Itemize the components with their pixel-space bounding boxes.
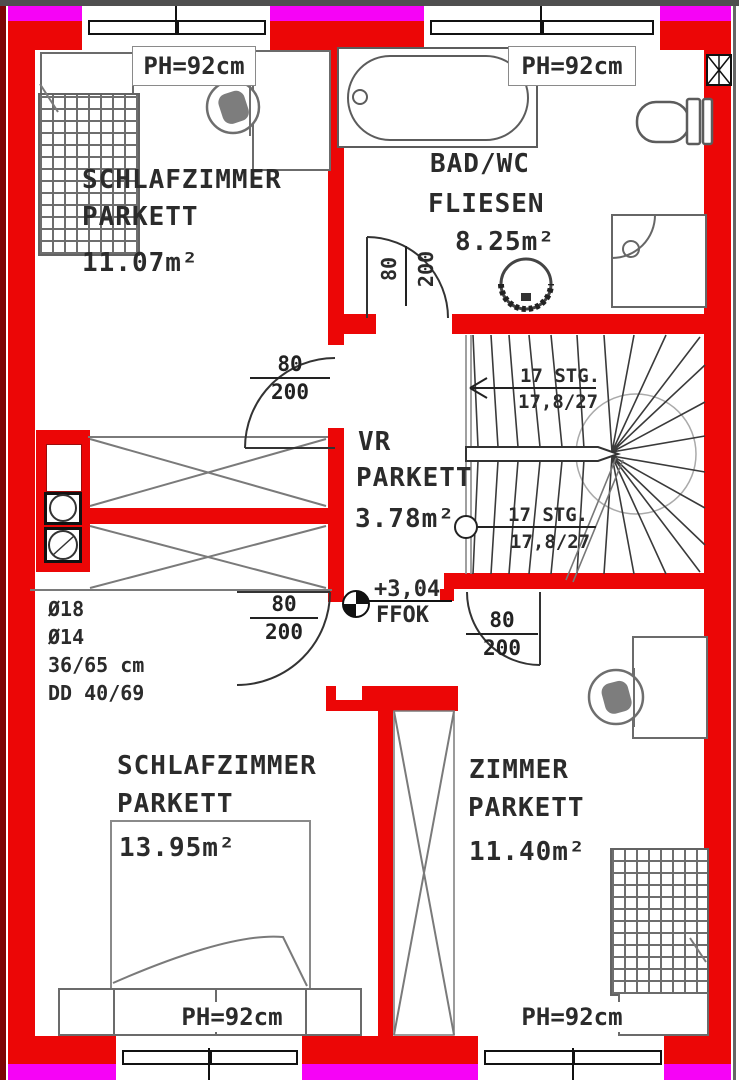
door-width: 80 xyxy=(271,592,297,616)
window-bottom-right xyxy=(484,1050,662,1065)
chimney-label: DD 40/69 xyxy=(48,681,145,705)
right-edge-line xyxy=(733,6,736,1080)
door-dimension: 80 200 xyxy=(466,608,538,660)
door-height: 200 xyxy=(483,636,521,660)
dimension-line xyxy=(250,377,330,379)
door-dimension: 80 200 xyxy=(250,592,318,644)
room-name: BAD/WC xyxy=(430,149,530,179)
chimney-flue-2 xyxy=(44,527,82,563)
parapet-label-box: PH=92cm xyxy=(172,1002,292,1032)
washbasin-icon xyxy=(498,257,554,312)
room-floor: PARKETT xyxy=(356,463,473,493)
stairs-rise-run: 17,8/27 xyxy=(510,531,591,553)
bed-zimmer xyxy=(610,848,709,996)
room-floor: PARKETT xyxy=(117,789,234,819)
room-floor: PARKETT xyxy=(468,793,585,823)
chimney-label: 36/65 cm xyxy=(48,653,145,677)
level-datum: FFOK xyxy=(376,603,429,628)
chimney-label: Ø14 xyxy=(48,625,85,649)
room-name: SCHLAFZIMMER xyxy=(117,751,317,781)
wall-segment-stairs-bottom xyxy=(444,573,705,589)
parapet-label-box: PH=92cm xyxy=(512,1002,632,1032)
chimney-opening xyxy=(46,444,82,492)
wall-segment-stairs-stub xyxy=(440,589,454,601)
window-mullion xyxy=(210,1052,212,1063)
chimney-flue-1 xyxy=(44,492,82,525)
parapet-label: PH=92cm xyxy=(143,52,245,80)
shower-icon xyxy=(611,214,707,308)
bed-top-left xyxy=(38,93,140,256)
desk-top-left xyxy=(252,50,331,171)
sideboard-divider xyxy=(305,988,307,1034)
window-top-left xyxy=(88,20,266,35)
chimney-label: Ø18 xyxy=(48,597,85,621)
wall-segment-left xyxy=(8,21,35,1064)
window-bottom-left xyxy=(122,1050,298,1065)
dimension-line xyxy=(250,617,318,619)
sideboard-divider xyxy=(113,988,115,1034)
room-area: 11.40m² xyxy=(469,837,586,867)
door-height: 200 xyxy=(414,250,439,288)
window-top-right xyxy=(430,20,654,35)
room-area: 8.25m² xyxy=(455,227,555,257)
door-height: 200 xyxy=(271,380,309,404)
door-dimension: 80 200 xyxy=(250,352,330,404)
parapet-label: PH=92cm xyxy=(521,1003,623,1031)
wall-segment-bath-stairs xyxy=(452,314,704,334)
wall-segment-shaft-divider xyxy=(84,508,344,524)
stairs-steps: 17 STG. xyxy=(520,365,601,387)
stairs-rise-run: 17,8/27 xyxy=(518,391,599,413)
room-floor: PARKETT xyxy=(82,202,199,232)
room-name: ZIMMER xyxy=(469,755,569,785)
door-width: 80 xyxy=(377,256,402,282)
parapet-label-box: PH=92cm xyxy=(132,46,256,86)
window-mullion xyxy=(177,22,179,33)
bed-pillow xyxy=(618,992,709,1036)
wall-segment-bath-left xyxy=(328,314,376,334)
level-value: +3,04 xyxy=(374,577,441,602)
door-height: 200 xyxy=(265,620,303,644)
desk-zimmer xyxy=(632,636,708,739)
room-floor: FLIESEN xyxy=(428,189,545,219)
dimension-line xyxy=(405,246,407,306)
dimension-line xyxy=(466,633,538,635)
bed-pillow xyxy=(40,52,134,96)
toilet-icon xyxy=(635,97,714,146)
door-width: 80 xyxy=(489,608,515,632)
room-area: 11.07m² xyxy=(82,248,199,278)
wall-niche xyxy=(336,686,362,700)
parapet-label: PH=92cm xyxy=(181,1003,283,1031)
stairs-steps: 17 STG. xyxy=(508,504,589,526)
room-name: SCHLAFZIMMER xyxy=(82,165,282,195)
parapet-label: PH=92cm xyxy=(521,52,623,80)
room-area: 13.95m² xyxy=(119,833,236,863)
top-edge-line xyxy=(0,0,739,6)
window-mullion xyxy=(542,22,544,33)
left-edge-line xyxy=(0,6,6,1080)
wardrobe-crossed xyxy=(393,710,455,1036)
window-mullion xyxy=(573,1052,575,1063)
parapet-label-box: PH=92cm xyxy=(508,46,636,86)
room-area: 3.78m² xyxy=(355,504,455,534)
wall-segment-rooms-separator xyxy=(378,710,393,1036)
room-name: VR xyxy=(358,427,392,457)
door-width: 80 xyxy=(277,352,303,376)
